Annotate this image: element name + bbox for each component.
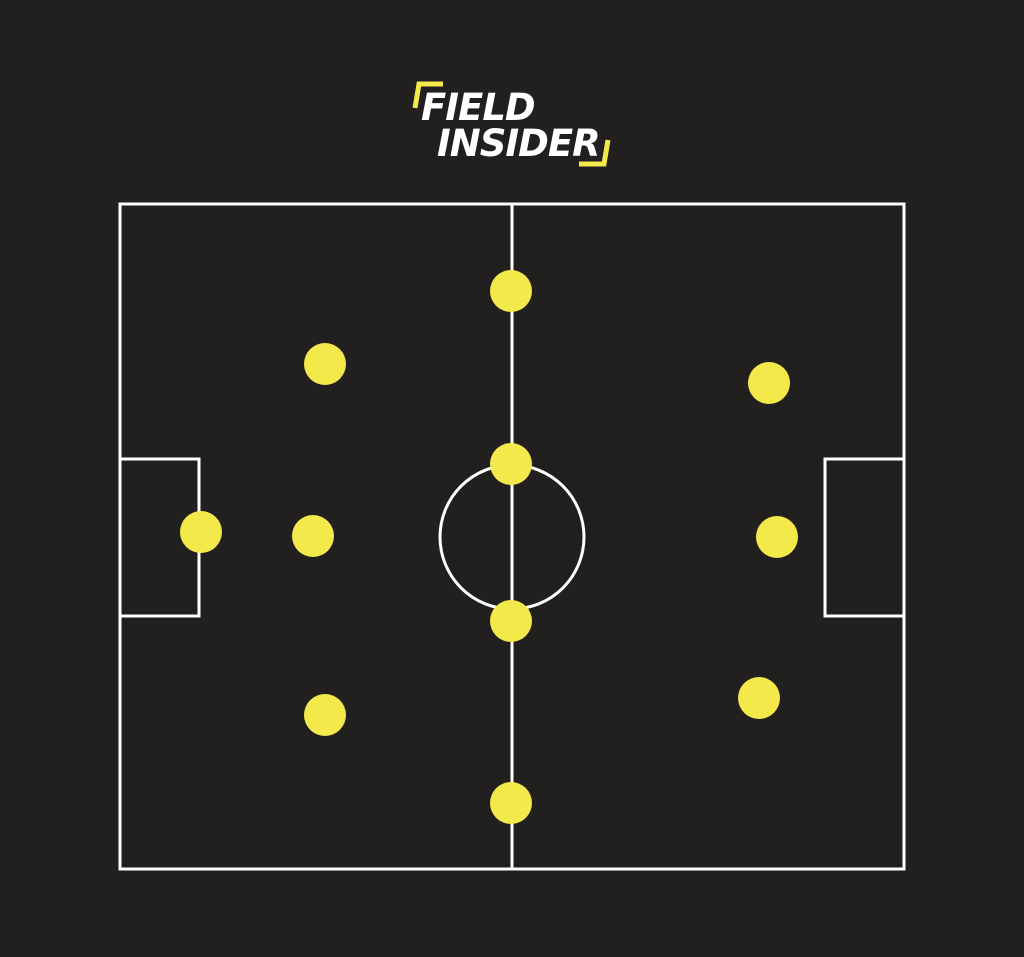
- player-defender-top: [304, 343, 346, 385]
- players: [180, 270, 798, 824]
- field-insider-logo: FIELD INSIDER: [412, 81, 611, 167]
- player-defender-center: [292, 515, 334, 557]
- player-midfielder-top: [490, 270, 532, 312]
- logo-text-field: FIELD: [421, 86, 535, 129]
- logo-corner-bracket-top-left: [412, 81, 443, 109]
- player-goalkeeper: [180, 511, 222, 553]
- player-forward-bottom: [738, 677, 780, 719]
- right-penalty-box: [823, 457, 906, 618]
- pitch: [118, 202, 906, 871]
- logo-corner-bracket-bottom-right: [579, 139, 611, 167]
- logo-text-insider: INSIDER: [437, 122, 600, 165]
- player-midfielder-lower-center: [490, 600, 532, 642]
- player-midfielder-upper-center: [490, 443, 532, 485]
- player-forward-center: [756, 516, 798, 558]
- player-forward-top: [748, 362, 790, 404]
- player-defender-bottom: [304, 694, 346, 736]
- player-midfielder-bottom: [490, 782, 532, 824]
